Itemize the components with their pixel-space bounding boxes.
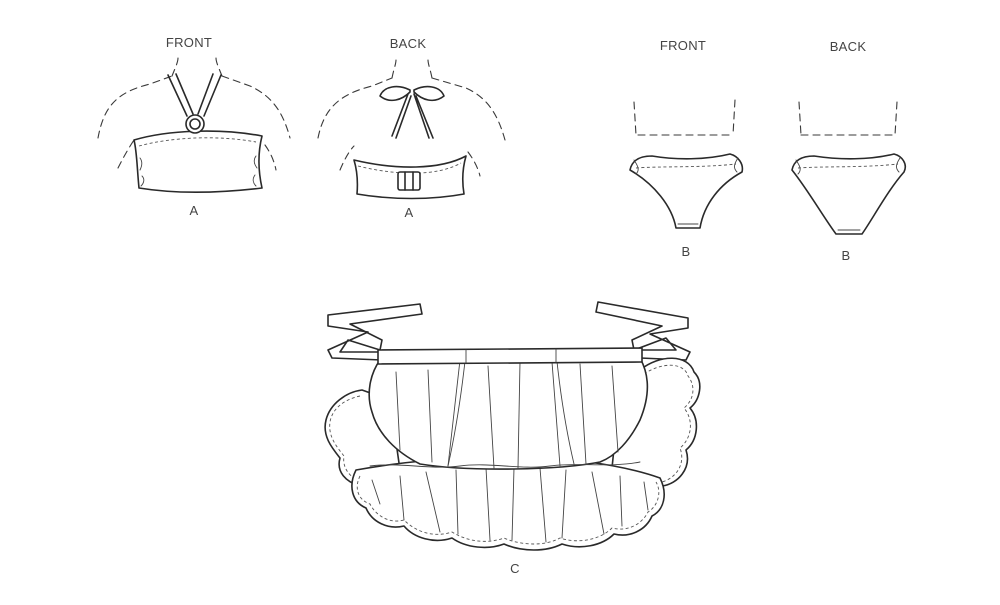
neck-tie-ends [391,93,434,139]
top-a-back [317,59,506,200]
back-brief-side-gather [795,157,901,175]
bandeau-topstitch [138,137,257,147]
torso-outline-left [117,139,135,169]
view-letter-b-back: B [841,248,851,263]
neck-tie-bow-right [413,85,445,102]
halter-strap-right [197,73,222,117]
halter-strap-left [167,73,194,117]
back-brief [791,153,907,235]
bandeau-gather [139,155,258,187]
top-front-label: FRONT [165,35,213,50]
neck-tie-bow-left [379,85,411,102]
back-hip-outline-left [798,101,802,136]
back-torso-left [339,145,355,171]
lower-ruffle-folds [371,467,649,543]
front-hip-outline-right [732,99,736,136]
bottom-front-label: FRONT [659,38,707,53]
waistband [377,347,643,365]
upper-skirt-seams [447,351,575,467]
view-letter-a-back: A [404,205,414,220]
center-ring-inner [189,118,201,130]
upper-skirt-folds [395,359,619,469]
view-letter-a-front: A [189,203,199,218]
skirt-c [324,301,701,551]
view-letter-c: C [510,561,520,576]
lower-ruffle-hem [356,475,660,545]
front-brief-topstitch [635,163,737,169]
back-neck-outline [391,59,433,79]
bottom-b-front [629,99,744,229]
buckle-bar [404,171,414,191]
bottom-b-back [791,101,907,235]
back-hip-outline-right [894,101,898,136]
top-back-label: BACK [389,36,427,51]
upper-skirt-panel [368,357,649,470]
back-brief-topstitch [797,163,899,169]
back-buckle [397,171,421,191]
front-hip-outline-left [633,101,637,136]
back-body-outline-right [431,77,506,141]
torso-outline-right [264,144,277,171]
back-torso-right [467,151,481,177]
front-brief [629,153,744,229]
bandeau-body [133,130,263,193]
bottom-back-label: BACK [829,39,867,54]
body-outline-left [97,75,173,139]
waistband-seams [465,348,557,364]
gather-line [369,461,641,468]
view-letter-b-front: B [681,244,691,259]
lower-ruffle [351,456,665,551]
back-ruffle-left-hem [329,395,363,483]
top-a-front [97,57,291,193]
back-band-topstitch [357,162,462,174]
center-ring-outer [185,114,205,134]
back-body-outline-left [317,77,393,139]
back-ruffle-right-hem [643,364,694,483]
front-brief-side-gather [633,157,739,175]
tie-left [327,303,423,361]
neck-outline [171,57,223,77]
body-outline-right [221,75,291,139]
